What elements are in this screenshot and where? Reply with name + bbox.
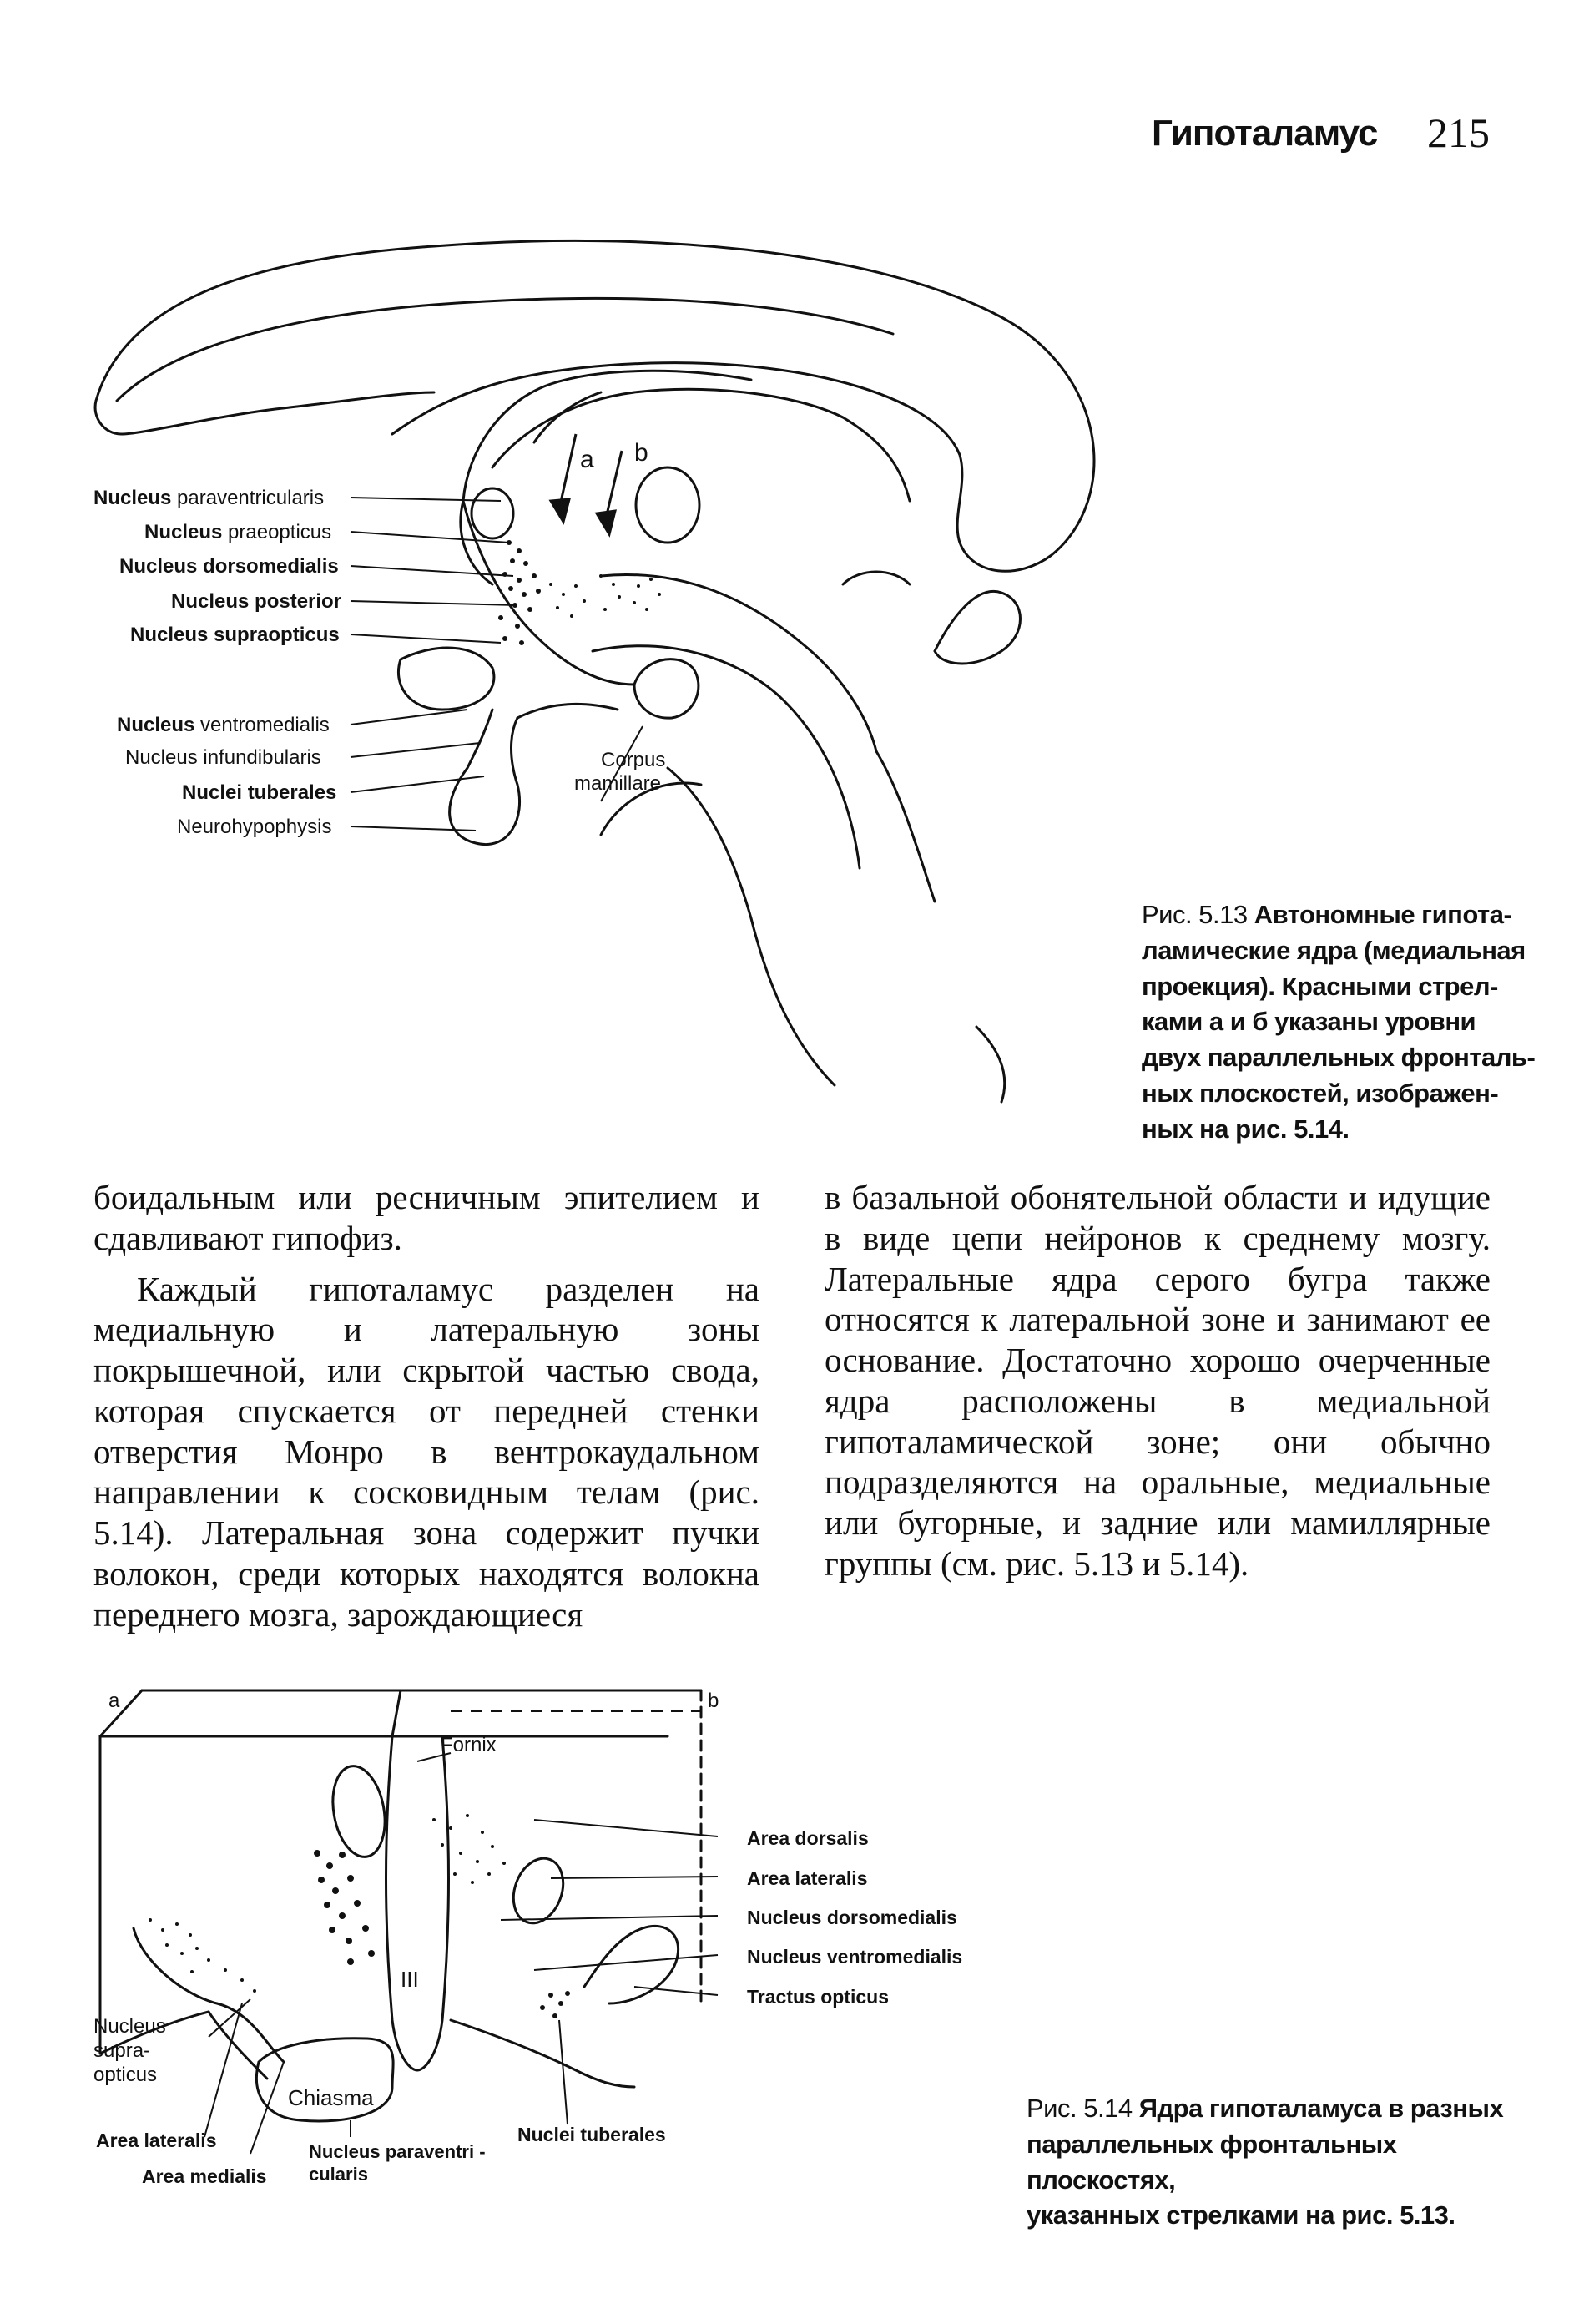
paragraph: в базальной обонятельной области и идущи… [825,1178,1491,1584]
caption-line: указанных стрелками на рис. 5.13. [1027,2200,1455,2231]
caption-line: параллельных фронтальных плоскостях, [1027,2129,1397,2195]
chiasma-label: Chiasma [288,2085,374,2110]
right-column: в базальной обонятельной области и идущи… [825,1177,1491,1584]
caption-line: Автономные гипота- [1254,900,1512,929]
label-nucleus-paraventricularis-line1: Nucleus paraventri - [309,2141,486,2162]
label-area-lateralis-right: Area lateralis [747,1867,867,1889]
ventricle-label: III [401,1967,419,1992]
caption-line: ламические ядра (медиальная [1142,935,1526,965]
caption-line: Ядра гипоталамуса в разных [1138,2094,1504,2123]
figure-5-14-caption: Рис. 5.14 Ядра гипоталамуса в разных пар… [1027,2091,1544,2234]
label-area-lateralis-left: Area lateralis [96,2129,216,2151]
caption-line: проекция). Красными стрел- [1142,971,1498,1001]
label-nucleus-infundibularis: Nucleus infundibularis [125,746,321,769]
caption-line: ных на рис. 5.14. [1142,1114,1350,1144]
running-title: Гипоталамус [1152,113,1379,154]
figure-5-13-caption: Рис. 5.13 Автономные гипота- ламические … [1142,897,1542,1147]
label-nucleus-dorsomedialis: Nucleus dorsomedialis [747,1907,957,1928]
label-nucleus-supraopticus: Nucleus supraopticus [130,624,340,646]
figure-5-14-number: Рис. 5.14 [1027,2094,1133,2123]
arrow-b-label: b [634,439,648,467]
paragraph: Каждый гипоталамус разделен на медиальну… [93,1269,759,1634]
label-nucleus-paraventricularis: Nucleus paraventricularis [93,487,324,509]
label-nucleus-ventromedialis: Nucleus ventromedialis [747,1946,962,1968]
label-tractus-opticus: Tractus opticus [747,1986,889,2008]
figure-5-13-drawing: a b Nucleus paraventricularis Nucleus pr… [93,239,1096,1104]
label-nucleus-supraopticus-line3: opticus [93,2064,157,2086]
corner-a-label: a [108,1690,120,1712]
left-column: боидальным или ресничным эпителием и сда… [93,1177,759,1635]
label-nuclei-tuberales: Nuclei tuberales [182,781,336,804]
fornix-label: Fornix [441,1734,497,1756]
label-nucleus-dorsomedialis: Nucleus dorsomedialis [119,555,339,578]
label-corpus-mamillare-line1: Corpus [601,749,665,771]
label-area-medialis: Area medialis [142,2165,267,2187]
label-nucleus-supraopticus-line1: Nucleus [93,2015,166,2038]
figure-5-13-number: Рис. 5.13 [1142,900,1248,929]
caption-line: ками а и б указаны уровни [1142,1007,1476,1037]
caption-line: двух параллельных фронталь- [1142,1043,1536,1073]
paragraph: боидальным или ресничным эпителием и сда… [93,1178,759,1257]
label-area-dorsalis: Area dorsalis [747,1827,869,1849]
corner-b-label: b [708,1690,719,1712]
arrow-a-label: a [580,446,594,473]
caption-line: ных плоскостей, изображен- [1142,1078,1499,1108]
label-nuclei-tuberales: Nuclei tuberales [517,2124,666,2145]
label-nucleus-supraopticus-line2: supra- [93,2039,150,2062]
label-nucleus-ventromedialis: Nucleus ventromedialis [117,714,330,736]
label-corpus-mamillare-line2: mamillare [574,772,661,795]
label-neurohypophysis: Neurohypophysis [177,816,331,838]
page-number: 215 [1427,109,1490,156]
label-nucleus-praeopticus: Nucleus praeopticus [144,521,331,543]
label-nucleus-paraventricularis-line2: cularis [309,2164,368,2185]
label-nucleus-posterior: Nucleus posterior [171,590,341,613]
